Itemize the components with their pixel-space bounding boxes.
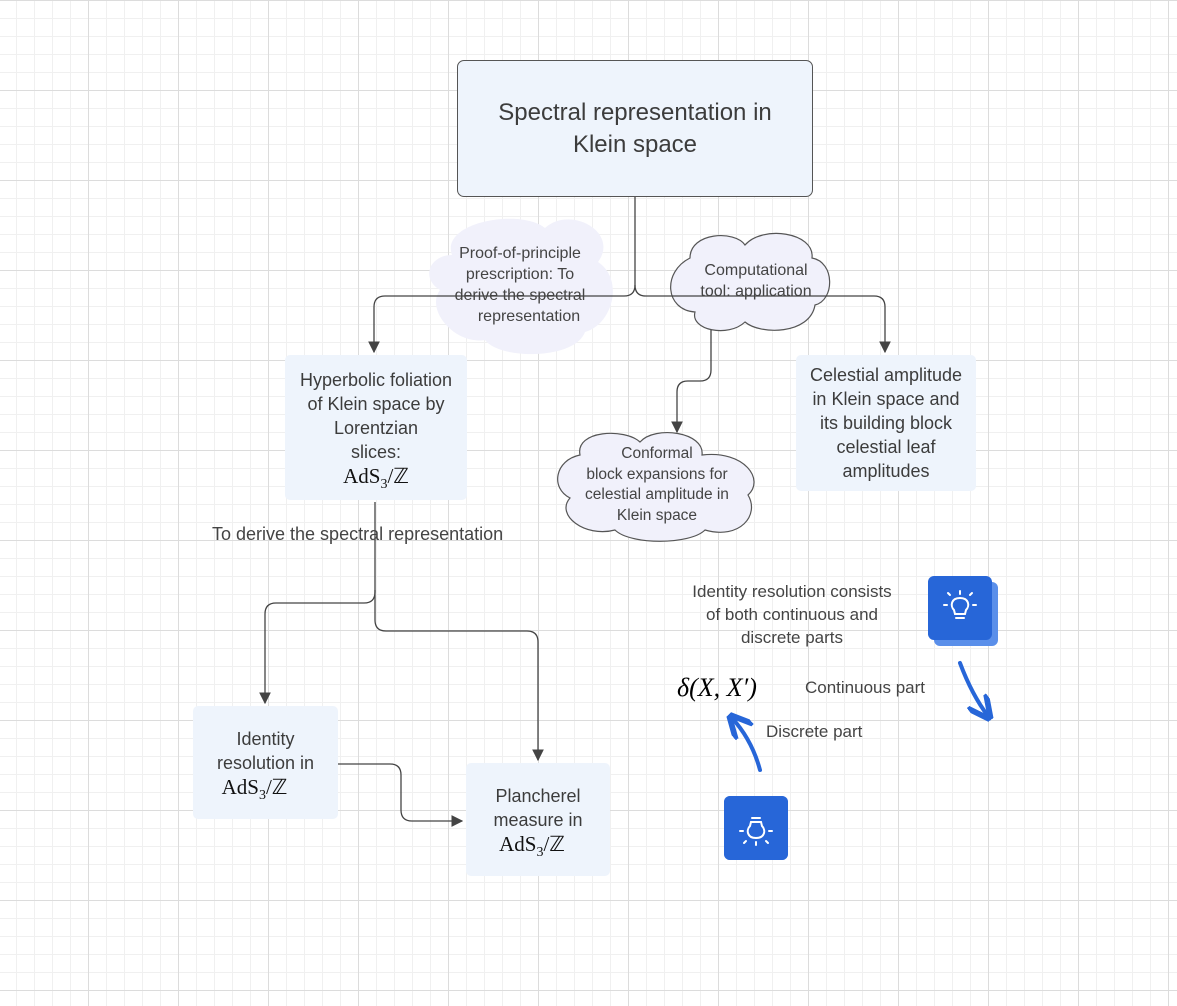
continuous-part-label: Continuous part [805,678,926,697]
cloud-computational-tool[interactable]: Computational tool: application [680,260,832,302]
cloud-proof-line: representation [477,308,581,325]
celestial-line: in Klein space and [812,389,960,409]
discrete-arrow [732,718,762,772]
note-line: discrete parts [740,628,844,647]
identity-line: Identity [236,728,295,749]
cloud-proof-line: Proof-of-principle [459,245,581,262]
identity-resolution-note: Identity resolution consists of both con… [662,580,922,649]
edge-identity-to-plancherel [338,763,464,827]
cloud-proof-of-principle[interactable]: Proof-of-principle prescription: To deri… [432,243,608,327]
identity-line: resolution in [216,752,315,773]
math-tail: /ℤ [543,831,565,856]
discrete-part-label: Discrete part [766,722,863,741]
math-sub: 3 [258,787,266,803]
edge-label-derive: To derive the spectral representation [212,524,504,544]
cloud-proof-line: prescription: To [465,266,575,283]
hyperbolic-foliation-box[interactable]: Hyperbolic foliation of Klein space by L… [285,355,467,500]
cloud-shape-computational [670,232,831,332]
math-ads: AdS [343,463,381,488]
note-line: Identity resolution consists [692,582,892,601]
cloud-shape-conformal [557,432,755,542]
edge-title-split [368,197,636,354]
plancherel-line: measure in [493,809,583,830]
icon-face [724,796,788,860]
edge-to-conformal [671,330,712,434]
identity-math: AdS3/ℤ [221,774,288,803]
cloud-proof-line: derive the spectral [454,287,586,304]
plancherel-line: Plancherel [495,785,581,806]
math-tail: /ℤ [387,463,409,488]
cloud-shape-proof [429,218,613,355]
title-line2: Klein space [572,130,698,158]
math-sub: 3 [380,476,388,492]
cloud-conformal-line: Conformal [621,445,693,462]
title-line1: Spectral representation in [498,98,772,126]
hyperbolic-line: Hyperbolic foliation [299,369,453,390]
celestial-line: celestial leaf [836,437,936,457]
cloud-conformal-line: celestial amplitude in [585,486,729,503]
edge-to-plancherel [374,590,544,762]
cloud-conformal-line: block expansions for [586,465,728,483]
math-ads: AdS [221,774,259,799]
math-sub: 3 [536,844,544,860]
note-line: of both continuous and [705,605,879,624]
lightbulb-glyph [943,590,977,619]
hyperbolic-math: AdS3/ℤ [343,463,409,492]
plancherel-measure-box[interactable]: Plancherel measure in AdS3/ℤ [466,763,610,876]
math-ads: AdS [499,831,537,856]
cloud-conformal-line: Klein space [616,506,698,524]
icon-face [928,576,992,640]
lightbulb-icon[interactable] [716,790,788,860]
identity-resolution-box[interactable]: Identity resolution in AdS3/ℤ [193,706,338,819]
hyperbolic-line: of Klein space by [307,393,445,414]
cloud-comp-line: Computational [704,262,808,279]
math-tail: /ℤ [265,774,288,799]
continuous-arrow [958,661,988,716]
edge-to-celestial [634,284,891,354]
plancherel-math: AdS3/ℤ [499,831,565,860]
celestial-line: Celestial amplitude [809,365,963,385]
delta-expression: δ(X, X′) [677,673,757,702]
cloud-conformal-block[interactable]: Conformal block expansions for celestial… [562,444,752,526]
hyperbolic-line: slices: [350,441,401,462]
celestial-line: amplitudes [842,461,930,481]
hyperbolic-line: Lorentzian [333,417,419,438]
lightbulb-glyph [739,817,773,846]
cloud-comp-line: tool: application [700,283,812,300]
title-box[interactable]: Spectral representation in Klein space [457,60,813,197]
celestial-line: its building block [819,413,953,433]
celestial-amplitude-box[interactable]: Celestial amplitude in Klein space and i… [796,355,976,491]
lightbulb-icon[interactable] [928,576,998,646]
